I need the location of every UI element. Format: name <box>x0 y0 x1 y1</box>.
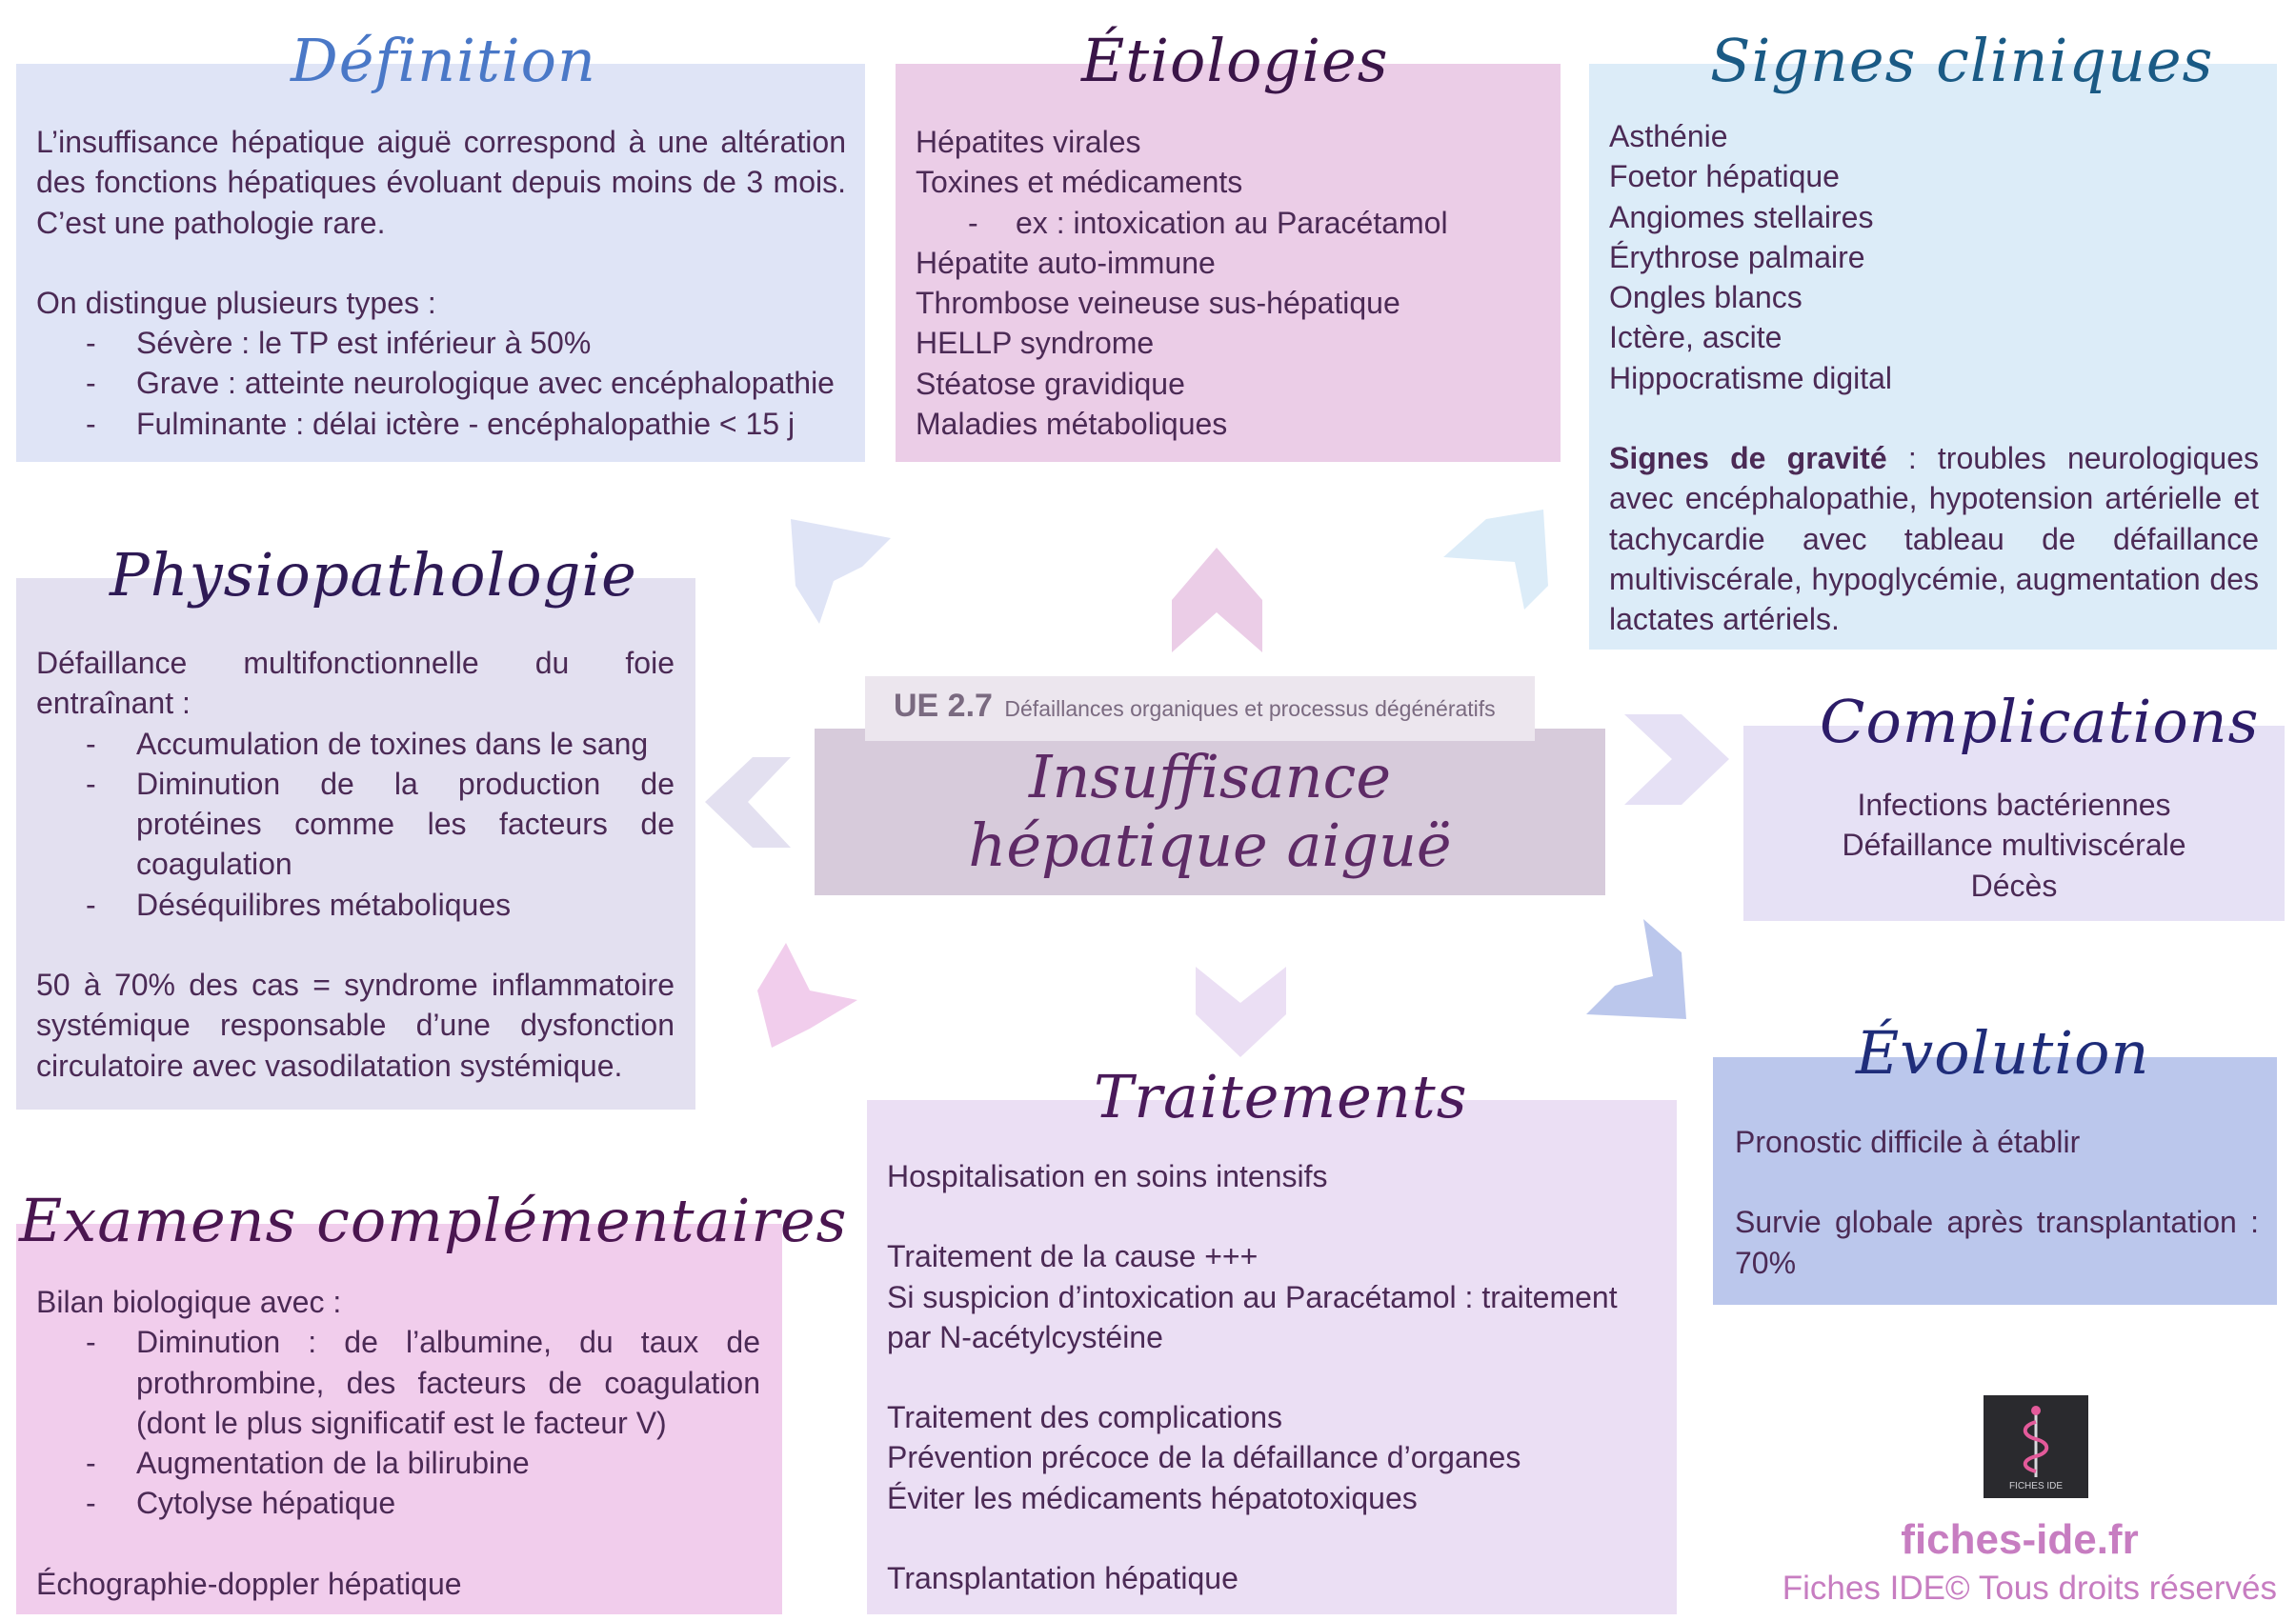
physio-paragraph: 50 à 70% des cas = syndrome inflammatoir… <box>36 968 675 1083</box>
list-item: Fulminante : délai ictère - encéphalopat… <box>36 404 846 445</box>
examens-list: Diminution : de l’albumine, du taux de p… <box>36 1322 760 1524</box>
bilan-label: Bilan biologique <box>36 1285 252 1319</box>
sub-item-text: ex : intoxication au Paracétamol <box>1016 205 1448 240</box>
list-item: Ongles blancs <box>1609 280 1803 315</box>
list-item: Sévère : le TP est inférieur à 50% <box>36 323 846 364</box>
signes-gravite: Signes de gravité : troubles neurologiqu… <box>1609 438 2259 639</box>
examens-echo: Échographie-doppler hépatique <box>36 1566 462 1601</box>
evolution-content: Pronostic difficile à établir Survie glo… <box>1735 1122 2259 1283</box>
complications-title: Complications <box>1820 687 2260 756</box>
list-item: Foetor hépatique <box>1609 159 1840 194</box>
copyright: Fiches IDE© Tous droits réservés <box>1782 1570 2277 1607</box>
list-item: Hippocratisme digital <box>1609 360 1893 395</box>
ue-banner <box>865 676 1535 741</box>
list-item: Décès <box>1970 868 2058 903</box>
center-title-box <box>815 729 1605 895</box>
list-item: Déséquilibres métaboliques <box>36 885 675 926</box>
list-item: Infections bactériennes <box>1857 788 2171 822</box>
list-item: Accumulation de toxines dans le sang <box>36 724 675 765</box>
logo: FICHES IDE <box>1984 1395 2088 1498</box>
main-title-line2: hépatique aiguë <box>968 810 1452 880</box>
traitements-content: Hospitalisation en soins intensifs Trait… <box>887 1156 1663 1598</box>
traitements-heading4: Transplantation hépatique <box>887 1561 1239 1596</box>
arrow-up-right-icon <box>1443 510 1548 610</box>
traitements-heading3: Traitement des complications <box>887 1400 1282 1435</box>
list-item: Thrombose veineuse sus-hépatique <box>916 286 1400 321</box>
list-item: Défaillance multiviscérale <box>1842 828 2186 863</box>
gravite-label: Signes de gravité <box>1609 441 1887 476</box>
evolution-box <box>1713 1057 2277 1305</box>
evolution-line1: Pronostic difficile à établir <box>1735 1125 2081 1159</box>
ue-label: Défaillances organiques et processus dég… <box>1004 696 1496 721</box>
signes-box <box>1589 64 2277 650</box>
list-item: Hépatites virales <box>916 125 1141 159</box>
examens-bilan: Bilan biologique avec : <box>36 1282 760 1322</box>
definition-paragraph: L’insuffisance hépatique aiguë correspon… <box>36 125 846 240</box>
complications-content: Infections bactériennes Défaillance mult… <box>1743 785 2285 906</box>
physio-title: Physiopathologie <box>110 540 637 610</box>
list-item: Augmentation de la bilirubine <box>36 1443 760 1484</box>
ue-code: UE 2.7 <box>894 688 993 724</box>
evolution-title: Évolution <box>1856 1018 2150 1088</box>
traitements-title: Traitements <box>1094 1062 1468 1131</box>
complications-box <box>1743 726 2285 921</box>
traitements-box <box>867 1100 1677 1614</box>
physio-intro: Défaillance multifonctionnelle du foie e… <box>36 646 675 721</box>
etiologies-content: Hépatites virales Toxines et médicaments… <box>916 122 1544 444</box>
evolution-line2: Survie globale après transplantation : 7… <box>1735 1205 2259 1280</box>
arrow-down-left-icon <box>757 943 857 1048</box>
ue-banner-text: UE 2.7 Défaillances organiques et proces… <box>894 688 1496 725</box>
definition-types-list: Sévère : le TP est inférieur à 50% Grave… <box>36 323 846 444</box>
arrow-left-icon <box>705 757 791 848</box>
list-item: Maladies métaboliques <box>916 407 1228 442</box>
examens-title: Examens complémentaires <box>19 1186 848 1255</box>
list-item: HELLP syndrome <box>916 326 1155 361</box>
traitements-line3a: Prévention précoce de la défaillance d’o… <box>887 1440 1521 1475</box>
gravite-text: : troubles neurologiques avec encéphalop… <box>1609 441 2259 637</box>
examens-content: Bilan biologique avec : Diminution : de … <box>36 1282 760 1604</box>
list-item: Diminution : de l’albumine, du taux de p… <box>36 1322 760 1443</box>
etiologies-box <box>896 64 1561 462</box>
arrow-down-icon <box>1196 967 1286 1057</box>
list-item: Diminution de la production de protéines… <box>36 764 675 885</box>
traitements-line3b: Éviter les médicaments hépatotoxiques <box>887 1480 1418 1515</box>
list-item: Érythrose palmaire <box>1609 239 1865 274</box>
definition-content: L’insuffisance hépatique aiguë correspon… <box>36 122 846 444</box>
dash-bullet: - <box>968 205 978 240</box>
arrow-up-icon <box>1172 548 1262 652</box>
traitements-line2: Si suspicion d’intoxication au Paracétam… <box>887 1279 1618 1354</box>
definition-title: Définition <box>291 26 596 95</box>
signes-content: Asthénie Foetor hépatique Angiomes stell… <box>1609 116 2259 640</box>
main-title-line1: Insuffisance <box>1028 742 1392 811</box>
site-link[interactable]: fiches-ide.fr <box>1901 1516 2139 1563</box>
signes-title: Signes cliniques <box>1710 26 2214 95</box>
caduceus-icon <box>2023 1406 2049 1477</box>
list-item: Hépatite auto-immune <box>916 245 1216 280</box>
traitements-line1: Hospitalisation en soins intensifs <box>887 1159 1328 1193</box>
list-item: Asthénie <box>1609 119 1728 153</box>
bilan-suffix: avec : <box>251 1285 342 1319</box>
arrow-right-icon <box>1624 714 1729 805</box>
main-title: Insuffisance hépatique aiguë <box>815 743 1605 880</box>
physio-list: Accumulation de toxines dans le sang Dim… <box>36 724 675 926</box>
definition-intro: On distingue plusieurs types : <box>36 285 436 320</box>
list-item: Toxines et médicaments <box>916 165 1243 200</box>
physio-content: Défaillance multifonctionnelle du foie e… <box>36 643 675 1086</box>
etiologies-title: Étiologies <box>1081 26 1389 95</box>
list-item: Cytolyse hépatique <box>36 1483 760 1524</box>
list-item: Grave : atteinte neurologique avec encép… <box>36 363 846 404</box>
etiologies-sub-item: - ex : intoxication au Paracétamol <box>916 203 1544 243</box>
logo-text: FICHES IDE <box>2008 1481 2064 1491</box>
traitements-heading2: Traitement de la cause +++ <box>887 1239 1259 1274</box>
arrow-up-left-icon <box>791 519 891 624</box>
arrow-down-right-icon <box>1586 919 1686 1019</box>
list-item: Ictère, ascite <box>1609 320 1782 355</box>
list-item: Angiomes stellaires <box>1609 199 1874 234</box>
list-item: Stéatose gravidique <box>916 366 1185 401</box>
